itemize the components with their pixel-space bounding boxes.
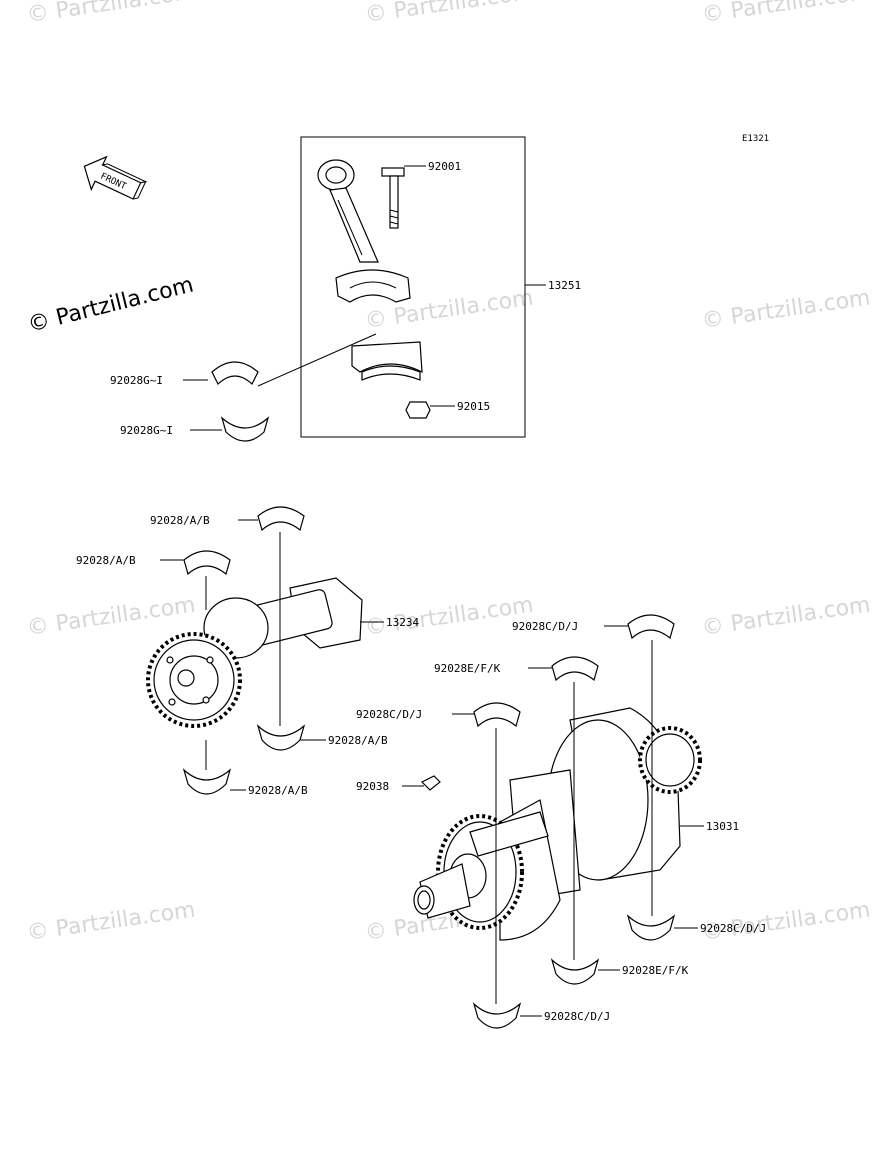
main-bearing-efk-lower: [550, 958, 600, 985]
label-key[interactable]: 92038: [356, 780, 389, 793]
rod-bearing-lower: [220, 416, 270, 442]
label-balancer-bearing-4[interactable]: 92028/A/B: [248, 784, 308, 797]
label-bolt[interactable]: 92001: [428, 160, 461, 173]
balancer-shaft: [146, 577, 363, 728]
watermark: © Partzilla.com: [363, 0, 535, 28]
crankshaft: [413, 707, 702, 941]
main-bearing-cdj-bottom: [472, 1002, 522, 1029]
front-arrow-icon: FRONT: [83, 155, 148, 200]
leaders-rod: [183, 165, 546, 431]
balancer-bearing-third: [256, 724, 306, 751]
watermark: © Partzilla.com: [25, 0, 197, 28]
balancer-bearing-fourth: [182, 768, 232, 795]
connecting-rod-box: [300, 136, 526, 438]
watermark: © Partzilla.com: [700, 286, 872, 334]
main-bearing-cdj-mid: [473, 702, 521, 728]
watermark: © Partzilla.com: [25, 593, 197, 641]
label-main-bearing-cdj-2[interactable]: 92028C/D/J: [356, 708, 422, 721]
balancer-bearing-second: [183, 550, 231, 576]
label-rod-bearing-lower[interactable]: 92028G~I: [120, 424, 173, 437]
label-connecting-rod[interactable]: 13251: [548, 279, 581, 292]
main-bearing-cdj-lower-right: [626, 914, 676, 941]
label-crankshaft[interactable]: 13031: [706, 820, 739, 833]
main-bearing-efk-top: [551, 656, 599, 682]
rod-bearing-upper: [211, 361, 259, 385]
crankshaft-key: [420, 775, 441, 791]
label-main-bearing-cdj-4[interactable]: 92028C/D/J: [544, 1010, 610, 1023]
label-balancer-bearing-1[interactable]: 92028/A/B: [150, 514, 210, 527]
copyright-text: © Partzilla.com: [25, 272, 196, 337]
connecting-rod: [317, 159, 411, 303]
leaders-balancer: [160, 519, 384, 791]
watermark: © Partzilla.com: [700, 0, 872, 28]
nut: [405, 401, 431, 419]
diagram-code: E1321: [742, 134, 769, 144]
balancer-bearing-top: [257, 506, 305, 532]
watermark: © Partzilla.com: [700, 593, 872, 641]
main-bearing-cdj-top: [627, 614, 675, 640]
label-main-bearing-efk-1[interactable]: 92028E/F/K: [434, 662, 501, 675]
watermark: © Partzilla.com: [25, 898, 197, 946]
label-nut[interactable]: 92015: [457, 400, 490, 413]
label-main-bearing-cdj-1[interactable]: 92028C/D/J: [512, 620, 578, 633]
label-main-bearing-cdj-3[interactable]: 92028C/D/J: [700, 922, 766, 935]
label-balancer-shaft[interactable]: 13234: [386, 616, 419, 629]
label-balancer-bearing-2[interactable]: 92028/A/B: [76, 554, 136, 567]
label-balancer-bearing-3[interactable]: 92028/A/B: [328, 734, 388, 747]
part-labels: 92001 13251 92015 92028G~I 92028G~I 9202…: [76, 160, 766, 1023]
label-rod-bearing-upper[interactable]: 92028G~I: [110, 374, 163, 387]
label-main-bearing-efk-2[interactable]: 92028E/F/K: [622, 964, 689, 977]
leaders-crank: [402, 625, 704, 1017]
connecting-rod-cap: [351, 341, 423, 381]
